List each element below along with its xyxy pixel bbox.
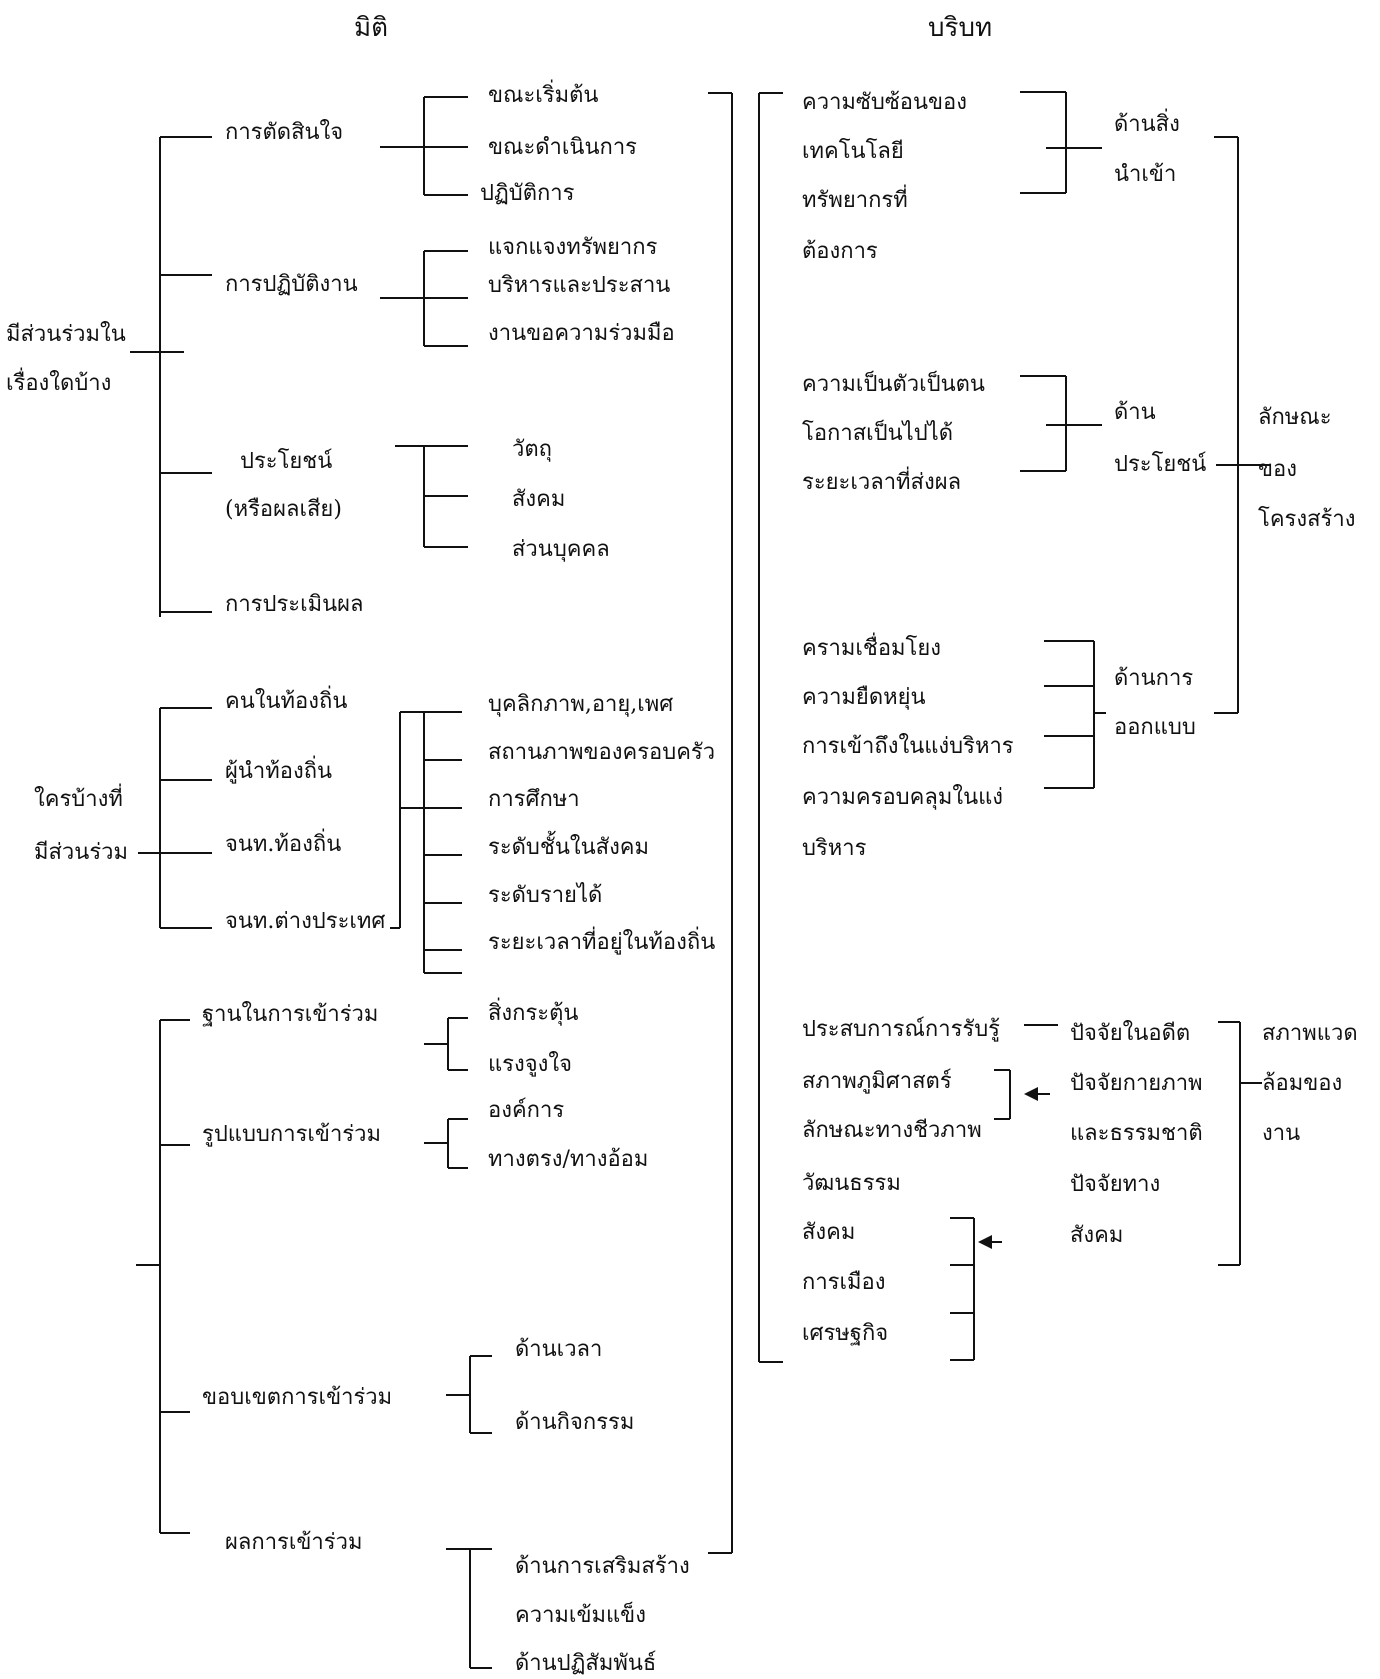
benefit-node-line2: (หรือผลเสีย)	[225, 497, 342, 522]
context-input-item: ทรัพยากรที่	[802, 188, 908, 213]
result-item: ด้านปฏิสัมพันธ์	[515, 1651, 657, 1676]
env-left-item: สังคม	[802, 1220, 856, 1245]
evaluation-node: การประเมินผล	[225, 592, 364, 617]
env-factor: สังคม	[1070, 1223, 1124, 1248]
context-input-item: ความซับซ้อนของ	[802, 90, 967, 115]
structure-label-line2: ของ	[1258, 457, 1297, 482]
context-input-item: เทคโนโลยี	[802, 139, 904, 164]
env-factor: ปัจจัยกายภาพ	[1070, 1071, 1203, 1096]
who-root-line1: ใครบ้างที่	[34, 787, 123, 812]
context-design-group-line1: ด้านการ	[1114, 666, 1194, 691]
form-item: องค์การ	[488, 1098, 565, 1123]
env-left-item: ลักษณะทางชีวภาพ	[802, 1118, 982, 1143]
who-attribute: ระดับรายได้	[488, 883, 603, 908]
context-input-group-line1: ด้านสิ่ง	[1114, 112, 1180, 137]
structure-label-line1: ลักษณะ	[1258, 405, 1332, 430]
context-design-item: บริหาร	[802, 836, 867, 861]
context-design-item: การเข้าถึงในแง่บริหาร	[802, 734, 1014, 759]
result-node: ผลการเข้าร่วม	[225, 1530, 363, 1555]
env-factor: ปัจจัยในอดีต	[1070, 1021, 1191, 1046]
header-context: บริบท	[928, 13, 993, 43]
context-benefit-item: โอกาสเป็นไปได้	[802, 421, 954, 446]
env-left-item: สภาพภูมิศาสตร์	[802, 1069, 952, 1094]
context-design-group-line2: ออกแบบ	[1114, 715, 1196, 740]
context-benefit-item: ความเป็นตัวเป็นตน	[802, 372, 985, 397]
who-attribute: ระดับชั้นในสังคม	[488, 835, 650, 860]
result-item: ความเข้มแข็ง	[515, 1603, 646, 1628]
who-attribute: บุคลิกภาพ,อายุ,เพศ	[488, 692, 674, 717]
context-benefit-group-line1: ด้าน	[1114, 400, 1156, 425]
benefit-item: สังคม	[512, 487, 566, 512]
who-group: ผู้นำท้องถิ่น	[225, 759, 333, 784]
basis-item: สิ่งกระตุ้น	[488, 1001, 579, 1026]
form-item: ทางตรง/ทางอ้อม	[488, 1147, 649, 1172]
scope-node: ขอบเขตการเข้าร่วม	[202, 1385, 393, 1410]
who-attribute: ระยะเวลาที่อยู่ในท้องถิ่น	[488, 930, 716, 955]
environment-label-line1: สภาพแวด	[1262, 1021, 1358, 1046]
structure-label-line3: โครงสร้าง	[1258, 507, 1356, 532]
context-design-item: ครามเชื่อมโยง	[802, 636, 942, 661]
benefit-item: ส่วนบุคคล	[512, 537, 610, 562]
env-left-item: วัฒนธรรม	[802, 1171, 901, 1196]
scope-item: ด้านกิจกรรม	[515, 1410, 635, 1435]
env-left-item: ประสบการณ์การรับรู้	[802, 1017, 1000, 1042]
env-factor: และธรรมชาติ	[1070, 1121, 1203, 1146]
scope-item: ด้านเวลา	[515, 1337, 603, 1362]
basis-node: ฐานในการเข้าร่วม	[202, 1002, 379, 1027]
arrow-head	[978, 1235, 992, 1249]
context-input-group-line2: นำเข้า	[1114, 162, 1177, 187]
basis-item: แรงจูงใจ	[488, 1052, 573, 1077]
context-benefit-group-line2: ประโยชน์	[1114, 452, 1207, 477]
decision-node: การตัดสินใจ	[225, 120, 344, 145]
benefit-node-line1: ประโยชน์	[240, 449, 333, 474]
header-dimension: มิติ	[354, 13, 389, 43]
what-root-line2: เรื่องใดบ้าง	[6, 371, 112, 396]
who-root-line2: มีส่วนร่วม	[34, 840, 128, 865]
implementation-item: บริหารและประสาน	[488, 273, 671, 298]
implementation-item: แจกแจงทรัพยากร	[488, 235, 658, 260]
decision-item: ขณะเริ่มต้น	[488, 83, 599, 108]
context-benefit-item: ระยะเวลาที่ส่งผล	[802, 470, 962, 495]
env-left-item: เศรษฐกิจ	[802, 1321, 889, 1346]
who-group: จนท.ท้องถิ่น	[225, 832, 342, 857]
benefit-item: วัตถุ	[512, 437, 552, 462]
what-root-line1: มีส่วนร่วมใน	[6, 322, 126, 347]
arrow-head	[1024, 1087, 1038, 1101]
who-attribute: สถานภาพของครอบครัว	[488, 740, 716, 765]
implementation-item: งานขอความร่วมมือ	[488, 321, 675, 346]
context-design-item: ความครอบคลุมในแง่	[802, 785, 1004, 810]
who-group: คนในท้องถิ่น	[225, 689, 348, 714]
environment-label-line3: งาน	[1262, 1121, 1301, 1146]
form-node: รูปแบบการเข้าร่วม	[202, 1122, 381, 1147]
implementation-node: การปฏิบัติงาน	[225, 272, 358, 297]
result-item: ด้านการเสริมสร้าง	[515, 1554, 690, 1579]
env-left-item: การเมือง	[802, 1270, 886, 1295]
context-design-item: ความยืดหยุ่น	[802, 685, 926, 710]
environment-label-line2: ล้อมของ	[1262, 1071, 1343, 1096]
who-attribute: การศึกษา	[488, 787, 580, 812]
decision-item: ขณะดำเนินการ	[488, 135, 637, 160]
env-factor: ปัจจัยทาง	[1070, 1172, 1161, 1197]
decision-item: ปฏิบัติการ	[480, 181, 575, 206]
who-group: จนท.ต่างประเทศ	[225, 909, 386, 934]
context-input-item: ต้องการ	[802, 239, 878, 264]
